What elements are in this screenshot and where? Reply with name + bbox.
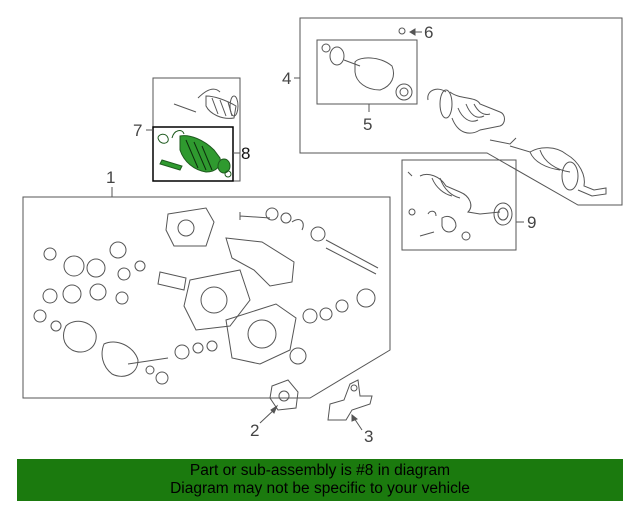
mount-bracket-icon [269,379,299,411]
callout-5: 5 [363,115,372,134]
callout-8: 8 [241,144,250,163]
differential-carrier-icon [165,207,379,275]
banner-line-2: Diagram may not be specific to your vehi… [170,480,470,497]
callout-4: 4 [282,69,291,88]
cv-joint-inner-icon [321,43,413,101]
panel-9-outline [401,159,517,251]
support-arm-icon [327,379,373,421]
callout-7: 7 [133,121,142,140]
panel-4-outline [299,17,623,206]
info-banner: Part or sub-assembly is #8 in diagram Di… [17,459,623,501]
boot-kit-icon [173,88,239,119]
callout-3: 3 [364,427,373,446]
differential-housing-icon [183,237,297,365]
cv-boot-highlight-icon [157,130,232,178]
drive-shaft-outer-icon [427,88,607,197]
panel-1-outline [22,196,391,399]
gears-bearings-icon [33,241,376,385]
parts-diagram: 1 2 3 4 5 6 7 8 9 [22,17,623,446]
callout-2: 2 [250,421,259,440]
drive-shaft-kit-icon [407,171,513,241]
snap-ring-icon [398,27,406,35]
panel-5-outline [316,39,418,105]
callout-6: 6 [424,23,433,42]
callout-1: 1 [106,168,115,187]
callout-9: 9 [527,213,536,232]
banner-line-1: Part or sub-assembly is #8 in diagram [189,462,451,479]
panel-8-outline [152,126,234,182]
